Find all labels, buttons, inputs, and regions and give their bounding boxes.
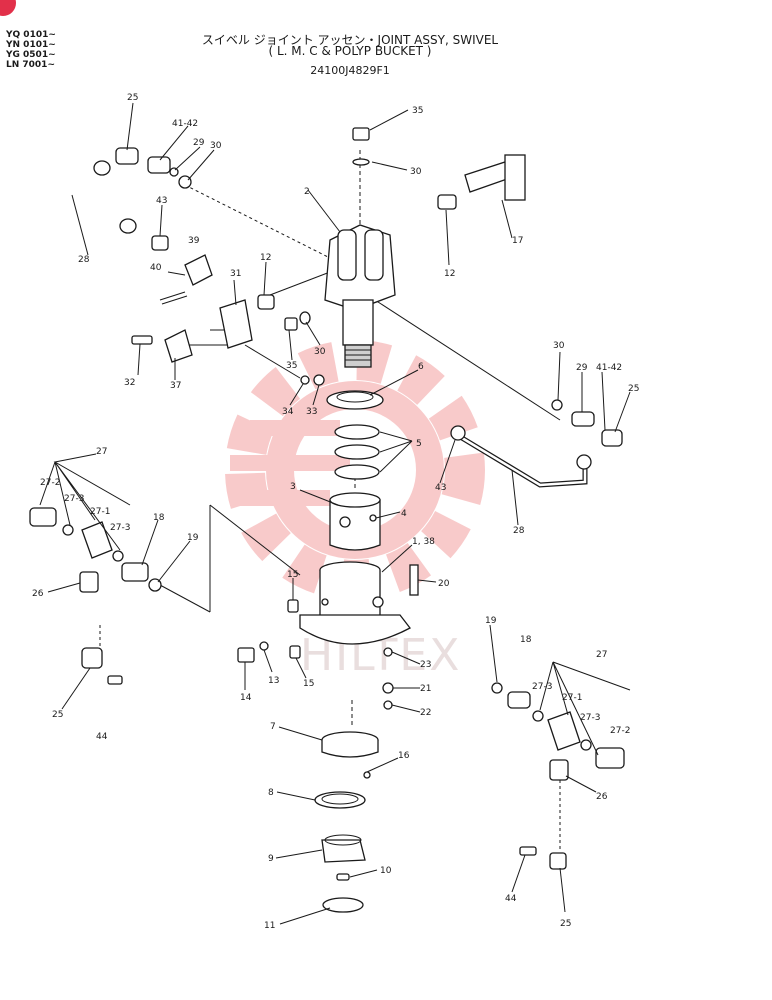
label-14: 14 — [240, 693, 252, 703]
label-27-left: 27 — [96, 447, 107, 457]
label-28-left: 28 — [78, 255, 90, 265]
seal-stack — [326, 390, 384, 551]
label-41-42-right: 41-42 — [596, 363, 622, 373]
label-15-upper: 15 — [287, 570, 298, 580]
left-fitting-cluster — [29, 507, 162, 685]
label-40: 40 — [150, 263, 162, 273]
label-44-right: 44 — [505, 894, 517, 904]
label-27-1-right: 27-1 — [562, 693, 582, 703]
part-labels: 25 41-42 29 30 35 30 2 43 39 28 40 31 12… — [32, 93, 639, 931]
label-18-left: 18 — [153, 513, 165, 523]
label-26-right: 26 — [596, 792, 608, 802]
label-20: 20 — [438, 579, 450, 589]
label-18-right: 18 — [520, 635, 532, 645]
label-25-left-bottom: 25 — [52, 710, 63, 720]
label-25-right: 25 — [628, 384, 639, 394]
label-27-3-left-a: 27-3 — [64, 494, 84, 504]
label-16: 16 — [398, 751, 410, 761]
label-35-mid: 35 — [286, 361, 297, 371]
label-2: 2 — [304, 187, 310, 197]
label-27-2-right: 27-2 — [610, 726, 630, 736]
label-26-left: 26 — [32, 589, 44, 599]
label-3: 3 — [290, 482, 296, 492]
serial-range-yn: YN 0101~ — [6, 40, 56, 50]
label-27-1-left: 27-1 — [90, 507, 110, 517]
label-25-right-bottom: 25 — [560, 919, 571, 929]
label-30-mid: 30 — [314, 347, 326, 357]
assembly-lines — [99, 150, 561, 850]
label-44-left: 44 — [96, 732, 108, 742]
label-13: 13 — [268, 676, 279, 686]
label-9: 9 — [268, 854, 274, 864]
label-32: 32 — [124, 378, 135, 388]
label-6: 6 — [418, 362, 424, 372]
label-1-38: 1, 38 — [412, 537, 435, 547]
left-hardware — [131, 254, 325, 386]
label-12-left: 12 — [260, 253, 271, 263]
main-housing — [237, 561, 419, 710]
serial-range-yg: YG 0501~ — [6, 50, 56, 60]
label-35-top: 35 — [412, 106, 423, 116]
label-15-lower: 15 — [303, 679, 314, 689]
label-27-3-right-a: 27-3 — [532, 682, 552, 692]
label-10: 10 — [380, 866, 392, 876]
label-34: 34 — [282, 407, 294, 417]
serial-range-ln: LN 7001~ — [6, 60, 55, 70]
label-43-right: 43 — [435, 483, 446, 493]
label-7: 7 — [270, 722, 276, 732]
label-37: 37 — [170, 381, 181, 391]
label-41-42-top-left: 41-42 — [172, 119, 198, 129]
label-22: 22 — [420, 708, 431, 718]
right-fitting-cluster — [491, 682, 625, 870]
label-29-right: 29 — [576, 363, 588, 373]
serial-range-yq: YQ 0101~ — [6, 30, 56, 40]
label-5: 5 — [416, 439, 422, 449]
label-25-top-left: 25 — [127, 93, 138, 103]
label-33: 33 — [306, 407, 317, 417]
label-30-top-left: 30 — [210, 141, 222, 151]
label-27-right: 27 — [596, 650, 607, 660]
label-27-2-left: 27-2 — [40, 478, 60, 488]
lower-stack — [314, 731, 379, 913]
swivel-top-housing — [257, 127, 526, 368]
diagram-title: スイベル ジョイント アッセン・JOINT ASSY, SWIVEL — [201, 33, 499, 47]
label-12-right: 12 — [444, 269, 455, 279]
label-19-left: 19 — [187, 533, 199, 543]
label-19-right: 19 — [485, 616, 497, 626]
left-hose-assembly — [66, 147, 192, 251]
label-29-top-left: 29 — [193, 138, 205, 148]
label-23: 23 — [420, 660, 431, 670]
label-30-top: 30 — [410, 167, 422, 177]
label-8: 8 — [268, 788, 274, 798]
label-28-right: 28 — [513, 526, 525, 536]
label-21: 21 — [420, 684, 431, 694]
label-30-right: 30 — [553, 341, 565, 351]
label-27-3-left-b: 27-3 — [110, 523, 130, 533]
corner-badge — [0, 0, 16, 16]
label-39: 39 — [188, 236, 200, 246]
right-hose-assembly — [450, 399, 623, 488]
diagram-subtitle: ( L. M. C & POLYP BUCKET ) — [268, 44, 432, 58]
label-4: 4 — [401, 509, 407, 519]
label-31: 31 — [230, 269, 241, 279]
label-17: 17 — [512, 236, 523, 246]
label-11: 11 — [264, 921, 275, 931]
assembly-part-number: 24100J4829F1 — [310, 64, 390, 77]
label-27-3-right-b: 27-3 — [580, 713, 600, 723]
label-43-left: 43 — [156, 196, 167, 206]
leader-lines — [39, 102, 631, 925]
